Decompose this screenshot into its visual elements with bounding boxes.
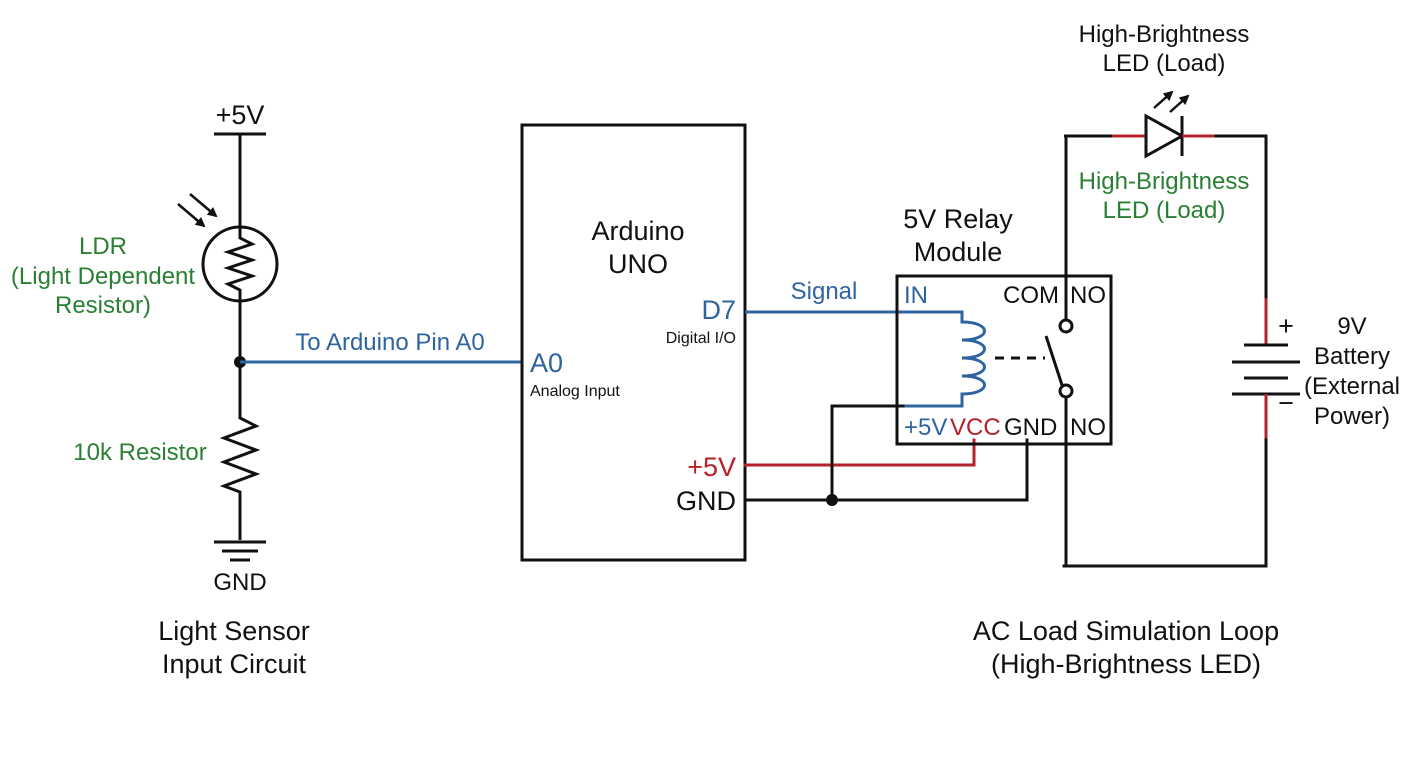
battery-label-line-4: Power) [1314,403,1390,430]
com-contact [1058,318,1074,334]
load-caption-line-1: AC Load Simulation Loop [973,616,1279,646]
wire-bottom [1062,438,1268,568]
relay-vcc-label: VCC [950,414,1001,441]
led-icon [1144,90,1190,159]
relay-title-line-2: Module [914,237,1003,267]
relay-com-label: COM [1003,282,1059,309]
wire-in-to-coil [933,310,964,324]
relay-module: 5V Relay Module IN COM NO +5V VCC GND NO [895,204,1113,446]
gnd-junction-node [826,494,838,506]
signal-wire-label: Signal [791,278,858,305]
battery-icon [1232,343,1300,396]
relay-no-top-label: NO [1070,282,1106,309]
ldr-label-line-3: Resistor) [55,292,151,319]
relay-board [895,274,1113,446]
arduino-uno: Arduino UNO A0 Analog Input D7 Digital I… [520,123,747,562]
wire-top-right [1214,134,1268,300]
light-arrow-icon [189,193,218,218]
battery-label-line-3: (External [1304,373,1400,400]
led-label-line-2: LED (Load) [1103,197,1226,224]
wire-coil-to-5v [904,392,964,408]
relay-in-label: IN [904,282,928,309]
wire-gnd-to-relay [743,438,1029,502]
light-arrow-icon [177,203,206,228]
pin-a0-wire-label: To Arduino Pin A0 [295,329,484,356]
pin-a0-label: A0 [530,348,563,378]
load-caption-line-2: (High-Brightness LED) [991,649,1261,679]
light-emission-arrow-icon [1169,94,1190,113]
led-label-line-1: High-Brightness [1079,168,1250,195]
arduino-relay-wiring: Signal [743,278,1029,506]
pin-d7-label: D7 [701,295,736,325]
sensor-caption-line-1: Light Sensor [158,616,310,646]
pin-a0-sublabel: Analog Input [530,383,620,400]
arduino-title-line-2: UNO [608,249,668,279]
pin-gnd-label: GND [676,486,736,516]
ground-icon [214,540,266,562]
arduino-title-line-1: Arduino [591,216,684,246]
ground-label: GND [213,569,266,596]
wire-5v-to-vcc [743,438,976,467]
sensor-caption-line-2: Input Circuit [162,649,307,679]
switch-arm-icon [1044,335,1064,386]
light-emission-arrow-icon [1153,90,1174,109]
no-contact [1058,383,1074,399]
supply-5v-label: +5V [216,100,265,130]
pin-d7-sublabel: Digital I/O [666,330,736,347]
relay-5v-label: +5V [904,414,947,441]
load-loop: + − 9V Battery (External Power) High-Bri… [973,21,1400,679]
relay-title-line-1: 5V Relay [903,204,1013,234]
relay-coil-icon [961,320,986,396]
battery-plus-sign: + [1278,311,1294,341]
led-title-line-1: High-Brightness [1079,21,1250,48]
arduino-board [520,123,747,562]
led-title-line-2: LED (Load) [1103,50,1226,77]
battery-label-line-2: Battery [1314,343,1390,370]
resistor-label: 10k Resistor [73,439,206,466]
battery-minus-sign: − [1278,388,1294,418]
relay-gnd-label: GND [1004,414,1057,441]
resistor-10k-symbol [219,408,261,540]
battery-label-line-1: 9V [1337,313,1366,340]
ldr-label-line-1: LDR [79,233,127,260]
pin-5v-label: +5V [687,452,736,482]
ldr-label-line-2: (Light Dependent [11,263,195,290]
relay-no-bottom-label: NO [1070,414,1106,441]
light-sensor-circuit: +5V LDR (Light Dependent Resistor) To Ar… [11,100,522,679]
